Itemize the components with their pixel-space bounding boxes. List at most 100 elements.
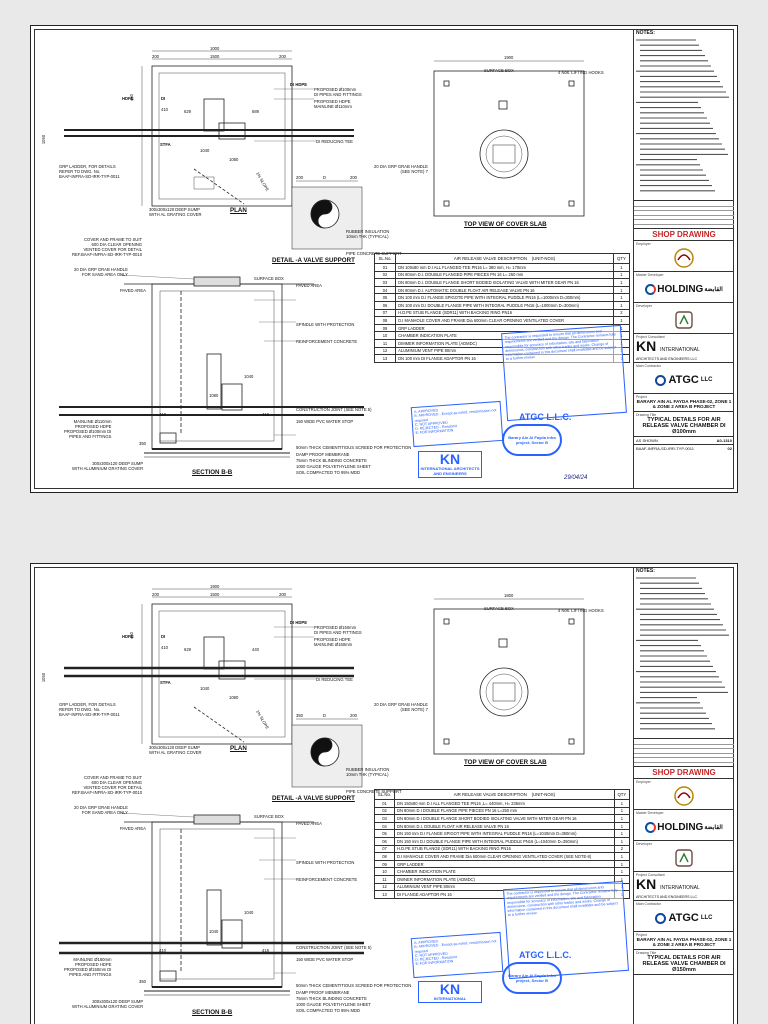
atgc-icon xyxy=(655,912,667,924)
kn-logo-sub: INTERNATIONAL xyxy=(660,885,700,891)
slab-title: TOP VIEW OF COVER SLAB xyxy=(464,759,547,766)
sheet-frame xyxy=(34,567,734,1024)
notes-title: NOTES: xyxy=(636,30,655,36)
revision-row-line xyxy=(634,748,734,750)
drawing-sheet-1: 1000 200 1500 200 450 1050 HDPE DI DI HD… xyxy=(30,25,738,493)
project-label: Project xyxy=(636,395,647,399)
drawing-sheet-2: 1900 200 1500 200 450 1050 HDPE DI DI HD… xyxy=(30,563,738,1024)
section-dim-410a: 410 xyxy=(159,412,166,417)
section-dim-1040: 1040 xyxy=(244,374,254,379)
contractor-label: Main Contractor xyxy=(636,902,661,906)
developer-cell: Developer xyxy=(634,303,734,334)
section-dim-350: 350 xyxy=(139,441,146,446)
slab-hooks: 4 Nos. LIFTING HOOKS xyxy=(558,70,604,75)
row-qty: 1 xyxy=(612,316,631,325)
plan-dim-200b: 200 xyxy=(279,592,286,597)
section-surface-box: SURFACE BOX xyxy=(254,814,284,819)
plan-sump-note: 300x300x120 DEEP SUMP WITH AL GRATING CO… xyxy=(149,745,202,755)
plan-dim-1500: 1500 xyxy=(210,592,220,597)
slab-handle: 20 DIA GRP GRAB HANDLE (SEE NOTE) 7 xyxy=(374,164,428,174)
row-description: H.D.PE STUB FLANGE (SDR11) WITH BACKING … xyxy=(395,308,614,318)
revision-row-line xyxy=(634,214,734,216)
plan-proposed-hdpe: PROPOSED HDPE MAINLINE Ø160mm xyxy=(314,637,353,647)
row-qty: 1 xyxy=(613,859,631,869)
plan-hdpe-label: HDPE xyxy=(122,96,134,101)
kn-logo: KN INTERNATIONAL xyxy=(636,339,732,357)
plan-dim-1080: 1080 xyxy=(229,157,239,162)
col-slno: SL.No. xyxy=(373,253,397,264)
atgc-text: ATGC xyxy=(668,912,699,924)
project-name: BARARY AIN AL FAYDA PHASE-02, ZONE 1 & Z… xyxy=(636,399,732,410)
row-slno: 10 xyxy=(373,331,397,340)
project-cell: Project BARARY AIN AL FAYDA PHASE-02, ZO… xyxy=(634,932,734,950)
section-cover-note: COVER AND FRAME TO SUIT 600 DIA CLEAR OP… xyxy=(72,775,143,795)
project-cell: Project BARARY AIN AL FAYDA PHASE-02, ZO… xyxy=(634,394,734,412)
kn-logo-sub: INTERNATIONAL xyxy=(660,347,700,353)
kn-logo: KN INTERNATIONAL xyxy=(636,877,732,895)
row-slno: 05 xyxy=(374,829,395,838)
revision-row-line xyxy=(634,224,734,225)
drawing-title: TYPICAL DETAILS FOR AIR RELEASE VALVE CH… xyxy=(642,954,726,973)
scale-value: AS SHOWN xyxy=(636,437,658,443)
row-qty: 1 xyxy=(612,285,631,295)
notes-text-lines xyxy=(636,39,729,192)
section-soil: SOIL COMPACTED TO 95% MDD xyxy=(296,1008,361,1013)
employer-emblem xyxy=(636,246,732,270)
drawing-area: 1900 200 1500 200 450 1050 HDPE DI DI HD… xyxy=(34,567,632,1024)
support-dim-a: 350 xyxy=(296,713,303,718)
atgc-icon xyxy=(655,374,667,386)
revision-row-line xyxy=(634,762,734,763)
row-qty: 1 xyxy=(613,867,631,876)
support-title: DETAIL -A VALVE SUPPORT xyxy=(272,257,355,264)
atgc-text: ATGC xyxy=(668,374,699,386)
shop-drawing-cell: SHOP DRAWING xyxy=(634,229,734,241)
row-description: DN 150x80 mm D.I ALL FLANGED TEE PN16 ,L… xyxy=(394,799,615,808)
row-slno: 07 xyxy=(373,308,397,318)
row-description: GRP LADDER xyxy=(394,859,615,869)
row-description: DN 80mm D.I. AUTOMATIC DOUBLE FLOAT AIR … xyxy=(395,285,614,295)
slab-dim: 1800 xyxy=(504,593,514,598)
section-mainline-note: MAINLINE Ø110mm PROPOSED HDPE PROPOSED Ø… xyxy=(64,419,112,439)
employer-label: Employer xyxy=(636,780,651,784)
employer-cell: Employer xyxy=(634,241,734,272)
row-qty: 1 xyxy=(612,263,631,272)
drawing-title-cell: Drawing Title TYPICAL DETAILS FOR AIR RE… xyxy=(634,412,734,437)
col-qty: QTY xyxy=(612,253,631,264)
support-pipe: PIPE CONCRETE SUPPORT xyxy=(346,789,402,794)
notes-panel: NOTES: xyxy=(634,567,734,739)
row-slno: 12 xyxy=(374,882,395,892)
drawing-lines xyxy=(59,50,585,458)
row-slno: 12 xyxy=(373,346,397,356)
review-stamp: The contractor is requested to ensure th… xyxy=(501,324,627,422)
row-description: DN 100x80 mm D.I ALL FLANGED TEE PN16 L=… xyxy=(395,263,614,272)
row-slno: 06 xyxy=(374,836,395,846)
row-slno: 08 xyxy=(374,852,395,861)
section-dim-410a: 410 xyxy=(159,948,166,953)
col-description: AIR RELEASE VALVE DESCRIPTION (UNIT-NOS) xyxy=(394,789,615,800)
kn-stamp-sub: INTERNATIONAL ARCHITECTS AND ENGINEERS xyxy=(420,466,480,476)
table-header-row: SL.No. AIR RELEASE VALVE DESCRIPTION (UN… xyxy=(374,789,631,800)
col-slno: SL.No. xyxy=(374,789,395,800)
developer-label: Developer xyxy=(636,842,652,846)
drawing-lines xyxy=(59,588,585,996)
row-slno: 13 xyxy=(373,354,397,363)
row-description: DN 80mm D.I. DOUBLE FLANGE SHORT BODIED … xyxy=(395,278,614,287)
row-slno: 01 xyxy=(374,799,395,808)
plan-dim-1050: 1050 xyxy=(41,134,47,145)
slab-surface-box: SURFACE BOX xyxy=(484,606,514,611)
row-slno: 06 xyxy=(373,300,397,310)
col-unit-label: (UNIT-NOS) xyxy=(531,256,556,261)
contractor-label: Main Contractor xyxy=(636,364,661,368)
support-title: DETAIL -A VALVE SUPPORT xyxy=(272,795,355,802)
col-desc-label: AIR RELEASE VALVE DESCRIPTION xyxy=(453,792,527,797)
drawing-number: BAAF-INFRA-SD-IRR-TYP-0011 xyxy=(636,445,694,451)
section-dim-1040b: 1040 xyxy=(244,910,254,915)
